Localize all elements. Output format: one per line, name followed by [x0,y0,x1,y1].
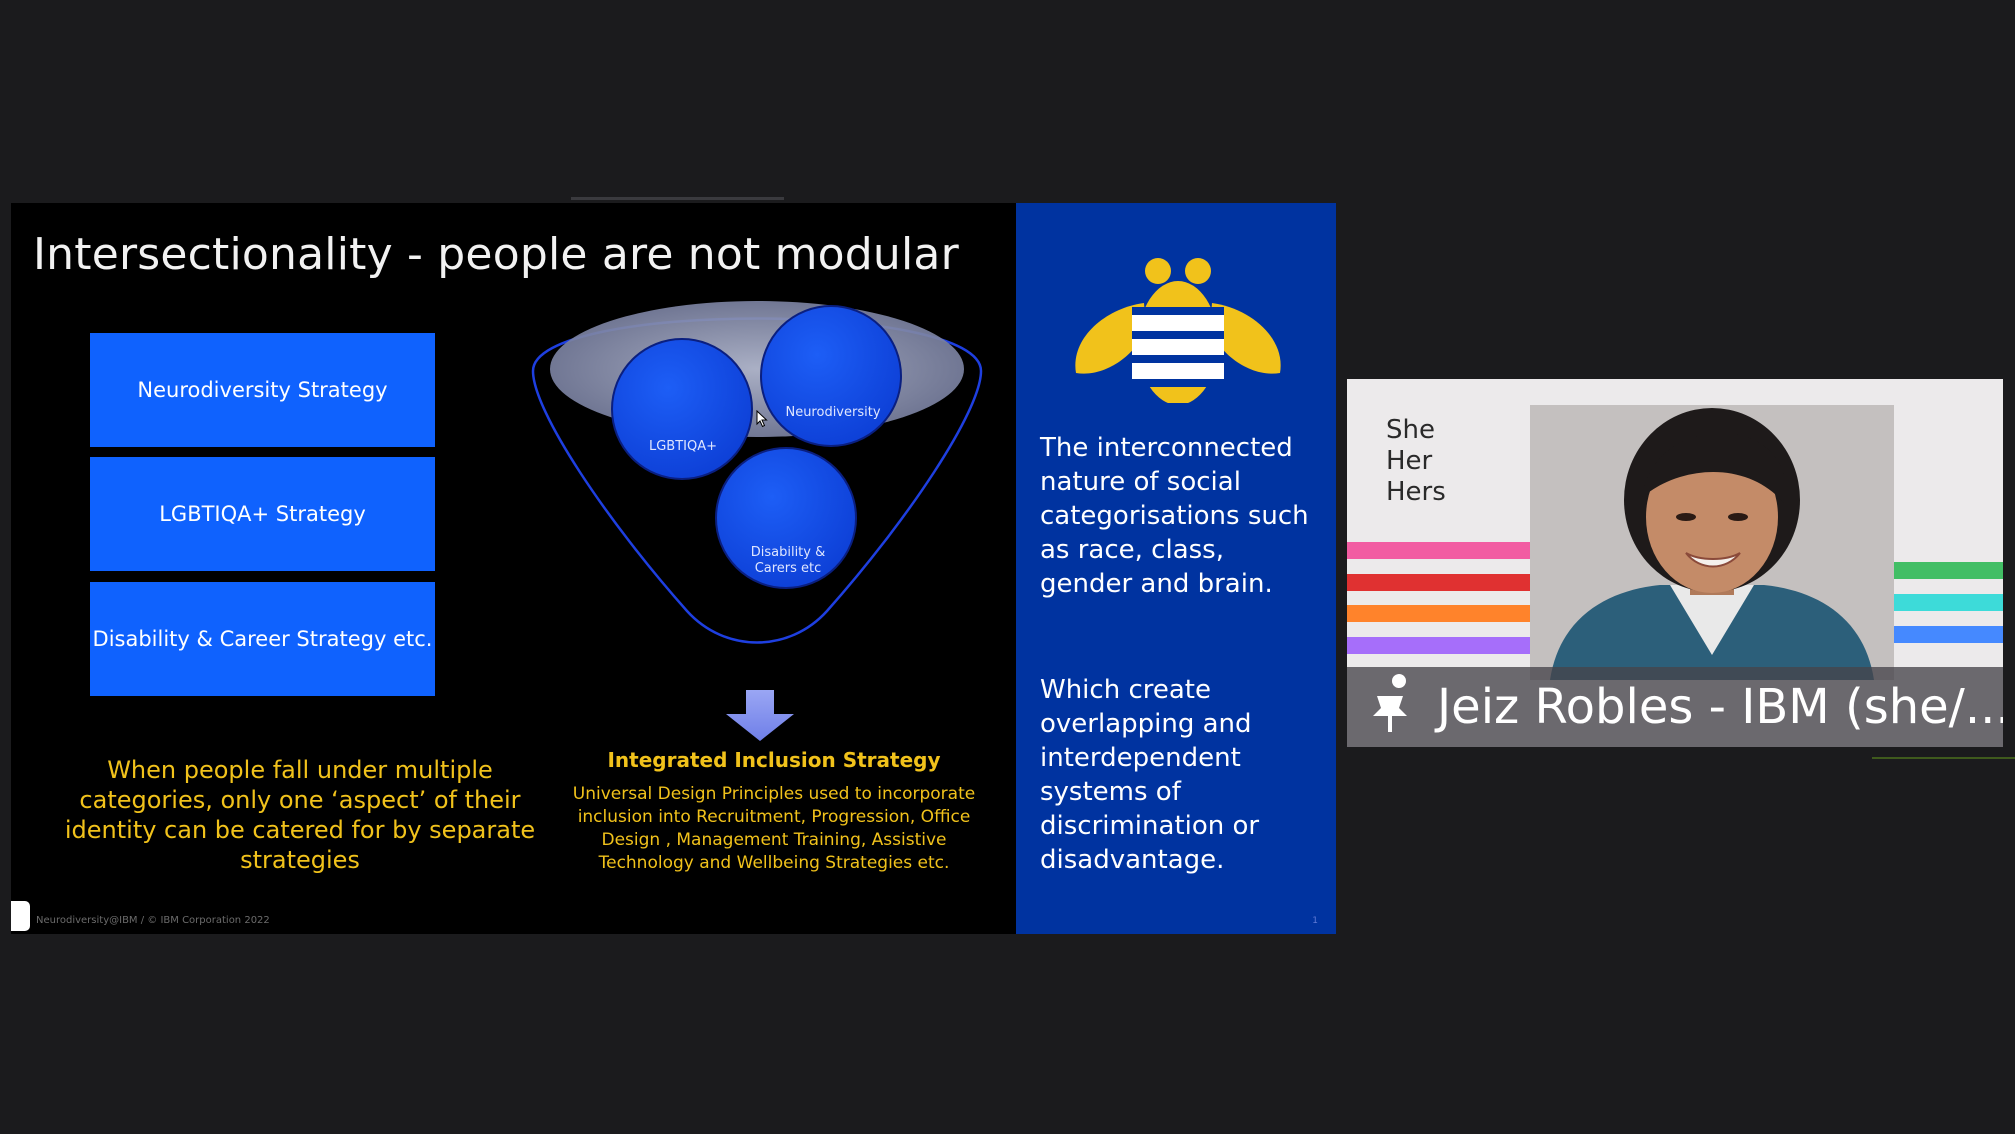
right-paragraph-2: Which create overlapping and interdepend… [1040,675,1260,875]
active-speaker-indicator [1872,757,2015,759]
down-arrow-icon [726,690,794,741]
stripe-teal-right [1891,594,2003,611]
pronoun-hers: Hers [1386,477,1446,507]
participant-name-bar [1347,667,2003,747]
stripe-purple-left [1347,637,1537,654]
neurodiversity-strategy-box: Neurodiversity Strategy [90,333,435,447]
slide-page-number: 1 [1312,916,1318,926]
stripe-pink-left [1347,542,1537,559]
disability-strategy-box: Disability & Career Strategy etc. [90,582,435,696]
stripe-orange-left [1347,605,1537,622]
stripe-green-right [1891,562,2003,579]
neurodiversity-bubble [760,305,902,447]
participant-silhouette [1530,405,1894,680]
ibm-bee-icon [1075,258,1281,403]
pronoun-she: She [1386,415,1435,445]
participant-camera-feed [1530,405,1894,680]
shared-slide: Intersectionality - people are not modul… [11,203,1336,934]
screen-share-indicator [571,197,784,200]
pronouns-text: She Her Hers [1386,415,1446,508]
footer-tab [11,901,30,931]
disability-bubble-label: Disability & Carers etc [750,545,826,576]
disability-bubble [715,447,857,589]
integrated-strategy-title: Integrated Inclusion Strategy [607,748,941,772]
slide-title: Intersectionality - people are not modul… [33,229,959,280]
slide-footer: Neurodiversity@IBM / © IBM Corporation 2… [36,915,270,926]
neurodiversity-bubble-label: Neurodiversity [785,405,881,420]
stripe-red-left [1347,574,1537,591]
lgbtiqa-bubble [611,338,753,480]
right-paragraph-1: The interconnected nature of social cate… [1040,433,1309,599]
stripe-blue-right [1891,626,2003,643]
integrated-strategy-body: Universal Design Principles used to inco… [572,784,976,873]
participant-name: Jeiz Robles - IBM (she/... [1437,679,2003,735]
mouse-cursor-icon [756,410,768,428]
participant-video-tile[interactable]: She Her Hers [1347,379,2003,747]
pin-icon[interactable] [1367,674,1417,734]
funnel-diagram [531,301,983,644]
pronoun-her: Her [1386,446,1433,476]
slide-main-panel: Intersectionality - people are not modul… [11,203,1016,934]
lgbtiqa-bubble-label: LGBTIQA+ [648,439,718,454]
left-caption: When people fall under multiple categori… [64,756,536,874]
lgbtiqa-strategy-box: LGBTIQA+ Strategy [90,457,435,571]
slide-side-panel: The interconnected nature of social cate… [1016,203,1336,934]
